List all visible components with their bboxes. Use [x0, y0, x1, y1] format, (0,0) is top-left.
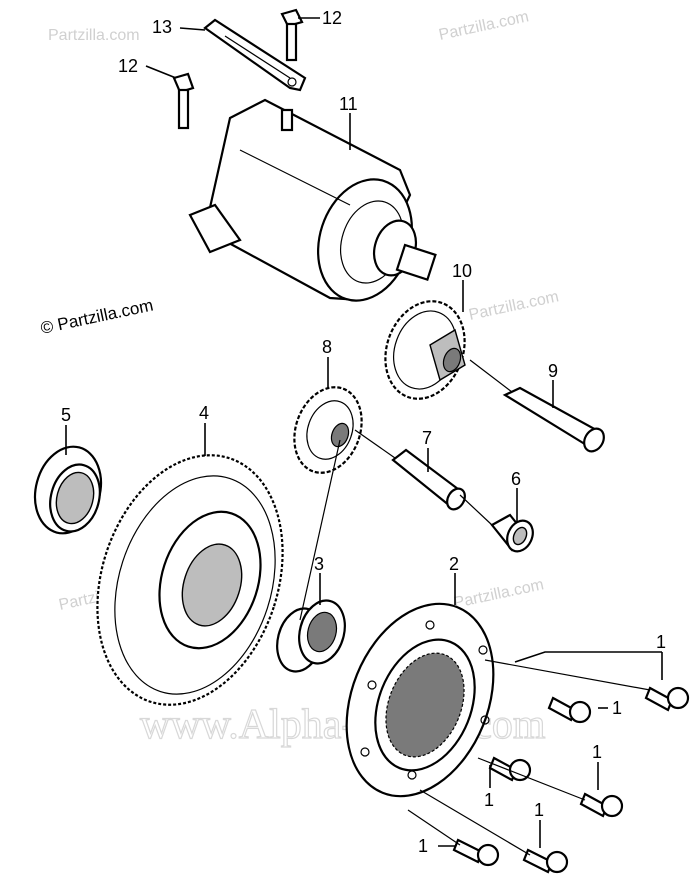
- part-4-starter-gear: [96, 454, 284, 706]
- callout-3: 3: [314, 554, 324, 574]
- callout-1-f: 1: [418, 836, 428, 856]
- part-13-bracket: [203, 18, 307, 92]
- callout-5: 5: [61, 405, 71, 425]
- callout-13: 13: [152, 17, 172, 37]
- callout-1-b: 1: [612, 698, 622, 718]
- leader-lines: [65, 17, 663, 856]
- callout-12-upper: 12: [322, 8, 342, 28]
- part-3-needle-bearing: [276, 599, 346, 673]
- part-5-bearing: [33, 445, 103, 535]
- callout-11: 11: [339, 94, 358, 114]
- copyright-text: © Partzilla.com: [39, 296, 155, 338]
- callout-10: 10: [452, 261, 472, 281]
- part-12-bolt-upper: [280, 8, 304, 62]
- part-6-bushing: [490, 513, 534, 553]
- callout-2: 2: [449, 554, 459, 574]
- callout-labels: 13 12 12 11 10 9 8 7 6 5 4 3 2 1 1 1 1 1…: [61, 8, 666, 856]
- callout-1-e: 1: [534, 800, 544, 820]
- callout-4: 4: [199, 403, 209, 423]
- part-10-idle-gear: [384, 300, 466, 400]
- callout-12-lower: 12: [118, 56, 138, 76]
- callout-6: 6: [511, 469, 521, 489]
- watermark-brand-3: Partzilla.com: [467, 288, 560, 324]
- part-11-starter-motor: [188, 98, 437, 302]
- part-2-one-way-clutch: [345, 602, 495, 798]
- callout-8: 8: [322, 337, 332, 357]
- part-7-shaft: [391, 448, 466, 511]
- callout-1-c: 1: [592, 742, 602, 762]
- part-8-reduction-gear: [293, 386, 363, 474]
- part-1-bolts: [452, 686, 690, 874]
- callout-1-a: 1: [656, 632, 666, 652]
- callout-1-d: 1: [484, 790, 494, 810]
- callout-9: 9: [548, 361, 558, 381]
- part-9-shaft: [502, 386, 605, 453]
- watermark-brand-5: Partzilla.com: [452, 576, 545, 612]
- watermark-brand-2: Partzilla.com: [437, 8, 530, 44]
- part-12-bolt-lower: [172, 72, 195, 130]
- callout-7: 7: [422, 428, 432, 448]
- watermark-brand-1: Partzilla.com: [48, 27, 140, 44]
